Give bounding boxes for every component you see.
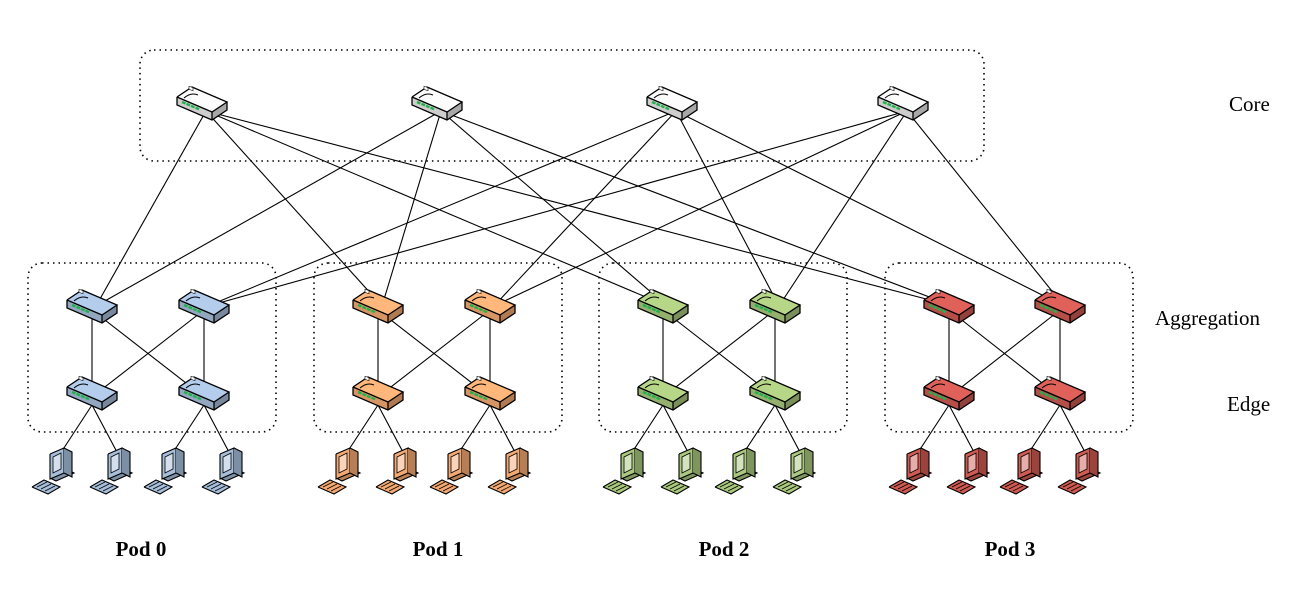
link-core-2-agg-0-1 [207,110,677,307]
pod-2-host-icon-0[interactable] [602,447,647,495]
pod-0-host-icon-1[interactable] [89,447,134,495]
link-pod-0-agg1-edge0 [91,309,205,398]
link-core-3-agg-0-1 [207,110,908,307]
link-pod-2-agg1-edge0 [662,309,776,398]
link-core-2-agg-1-1 [493,110,677,307]
pod-2-edge-switch-1[interactable] [749,375,802,411]
link-pod-1-edge0-host0 [345,404,379,455]
link-pod-2-edge0-host0 [630,404,664,455]
link-pod-2-edge0-host1 [662,404,690,455]
pod-3-host-icon-1[interactable] [946,447,991,495]
link-pod-0-edge0-host1 [91,404,119,455]
pod-2-edge-switch-0[interactable] [637,375,690,411]
link-pod-1-edge1-host0 [457,404,491,455]
link-core-3-agg-1-1 [493,110,908,307]
link-core-3-agg-2-1 [778,110,908,307]
pod-3-edge-switch-0[interactable] [923,375,976,411]
link-pod-2-edge1-host1 [774,404,802,455]
pod-label-0: Pod 0 [115,537,167,561]
link-core-2-agg-2-1 [675,110,780,307]
layer-label-core: Core [1229,92,1270,116]
pod-1-edge-switch-0[interactable] [352,375,405,411]
link-pod-0-edge1-host1 [203,404,231,455]
pod-2-aggregation-switch-0[interactable] [637,288,690,324]
layer-label-aggregation: Aggregation [1155,306,1260,330]
pod-3-group-box [884,262,1134,433]
link-pod-0-edge1-host0 [171,404,205,455]
pod-0-edge-switch-1[interactable] [178,375,231,411]
layer-label-edge: Edge [1227,392,1271,416]
pod-1-edge-switch-1[interactable] [464,375,517,411]
link-pod-3-edge1-host0 [1027,404,1061,455]
pod-1-host-icon-2[interactable] [429,447,474,495]
core-group-box [139,49,985,162]
pod-0-aggregation-switch-0[interactable] [66,288,119,324]
pod-3-aggregation-switch-1[interactable] [1034,288,1087,324]
link-core-2-agg-3-1 [675,110,1065,307]
link-core-0-agg-1-0 [205,110,383,307]
pod-1-aggregation-switch-0[interactable] [352,288,405,324]
core-switch-3[interactable] [877,85,930,121]
pod-label-3: Pod 3 [984,537,1036,561]
pod-1-group-box [313,262,563,433]
pod-0-host-icon-0[interactable] [31,447,76,495]
link-core-0-agg-2-0 [205,110,668,307]
link-core-0-agg-0-0 [95,110,207,307]
pod-0-host-icon-2[interactable] [143,447,188,495]
pod-1-host-icon-3[interactable] [487,447,532,495]
links [59,110,1087,455]
pod-3-aggregation-switch-0[interactable] [923,288,976,324]
link-core-1-agg-2-0 [440,110,668,307]
link-pod-3-edge0-host1 [948,404,976,455]
link-core-3-agg-3-1 [906,110,1065,307]
pod-3-host-icon-3[interactable] [1057,447,1102,495]
pod-2-host-icon-2[interactable] [714,447,759,495]
pod-2-group-box [598,262,848,433]
pod-1-host-icon-0[interactable] [317,447,362,495]
link-core-1-agg-1-0 [381,110,442,307]
pod-0-edge-switch-0[interactable] [66,375,119,411]
link-pod-0-edge0-host0 [59,404,93,455]
link-core-0-agg-3-0 [205,110,954,307]
pod-0-host-icon-3[interactable] [201,447,246,495]
link-core-1-agg-0-0 [95,110,442,307]
link-pod-1-agg1-edge0 [377,309,491,398]
pod-0-group-box [27,262,277,433]
pod-0-aggregation-switch-1[interactable] [178,288,231,324]
link-pod-3-edge1-host1 [1059,404,1087,455]
pod-label-2: Pod 2 [698,537,750,561]
pod-1-aggregation-switch-1[interactable] [464,288,517,324]
core-switch-1[interactable] [411,85,464,121]
pod-3-edge-switch-1[interactable] [1034,375,1087,411]
core-switch-0[interactable] [176,85,229,121]
pod-3-host-icon-0[interactable] [888,447,933,495]
link-pod-3-agg1-edge0 [948,309,1061,398]
link-pod-2-edge1-host0 [742,404,776,455]
pod-2-host-icon-1[interactable] [660,447,705,495]
pod-1-host-icon-1[interactable] [375,447,420,495]
devices [31,85,1102,495]
core-switch-2[interactable] [646,85,699,121]
pod-label-1: Pod 1 [412,537,464,561]
pod-2-host-icon-3[interactable] [772,447,817,495]
link-pod-3-edge0-host0 [916,404,950,455]
link-pod-1-edge0-host1 [377,404,405,455]
link-core-1-agg-3-0 [440,110,954,307]
pod-2-aggregation-switch-1[interactable] [749,288,802,324]
link-pod-1-edge1-host1 [489,404,517,455]
pod-3-host-icon-2[interactable] [999,447,1044,495]
